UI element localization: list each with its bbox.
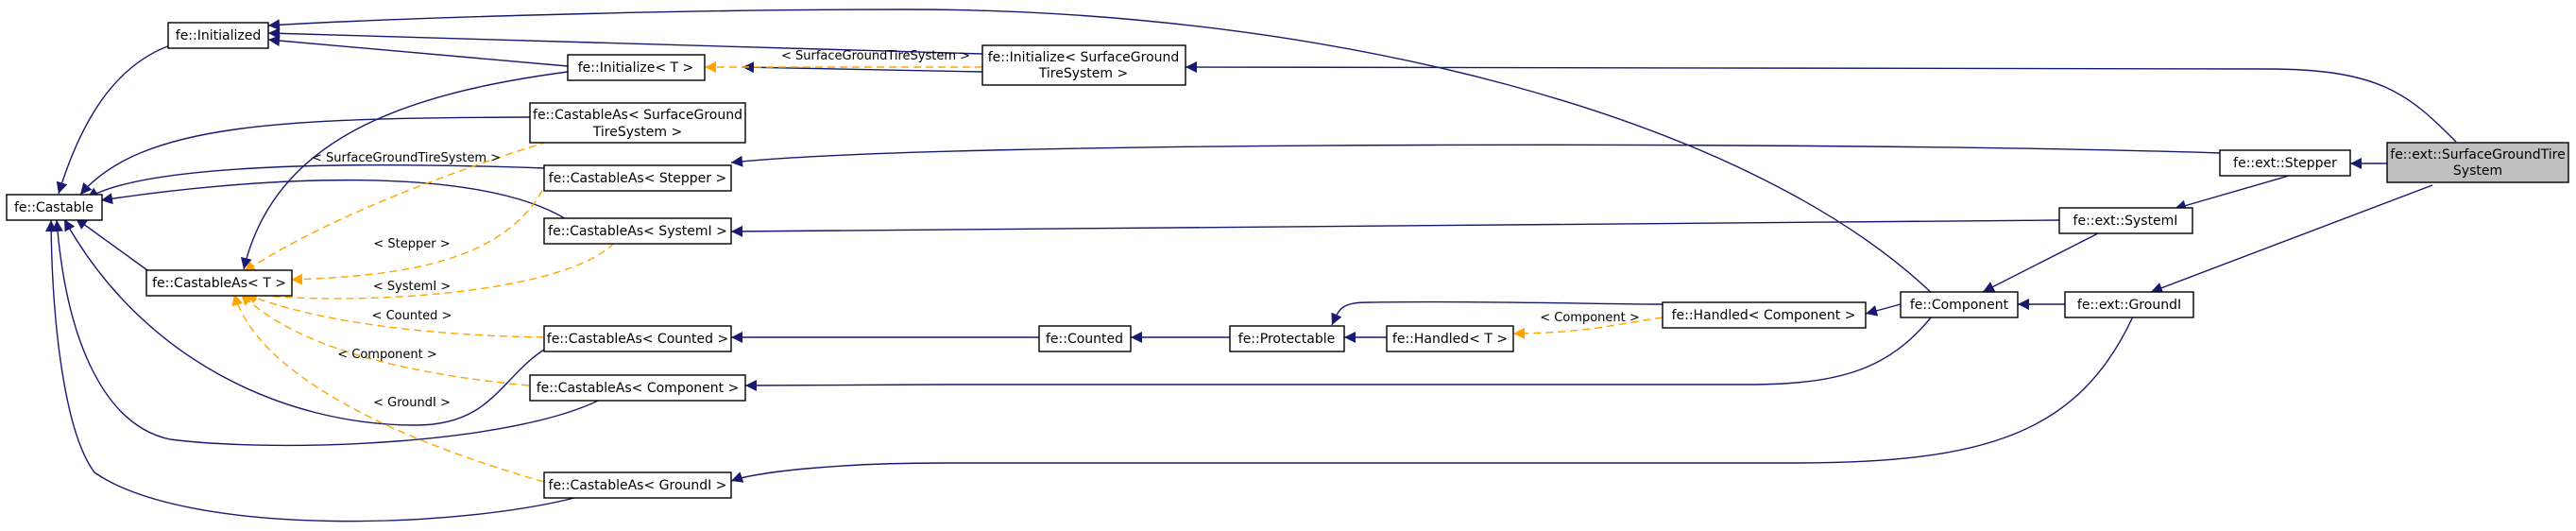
svg-text:fe::Handled< Component >: fe::Handled< Component >: [1672, 308, 1856, 323]
edge-component-handled-component: [1865, 303, 1902, 317]
template-edge-initialize-sgts: < SurfaceGroundTireSystem >: [705, 49, 982, 73]
svg-text:fe::Component: fe::Component: [1910, 298, 2009, 313]
svg-text:fe::ext::SystemI: fe::ext::SystemI: [2073, 214, 2178, 229]
svg-text:fe::CastableAs< T >: fe::CastableAs< T >: [152, 276, 286, 291]
template-label-counted: < Counted >: [372, 309, 452, 323]
node-fe-protectable[interactable]: fe::Protectable: [1229, 325, 1345, 352]
node-fe-ext-groundi[interactable]: fe::ext::GroundI: [2064, 291, 2194, 318]
svg-text:fe::CastableAs< SurfaceGround: fe::CastableAs< SurfaceGround: [533, 108, 742, 123]
svg-text:fe::Handled< T >: fe::Handled< T >: [1392, 332, 1508, 347]
template-edge-castableas-sgts: < SurfaceGroundTireSystem >: [243, 141, 549, 273]
edge-castableas-sgts-castable: [79, 116, 531, 196]
template-label-groundi: < GroundI >: [373, 396, 451, 410]
edge-initialize-sgts-initialized: [267, 27, 983, 55]
svg-text:fe::CastableAs< SystemI >: fe::CastableAs< SystemI >: [548, 224, 727, 239]
edge-component-initialized: [267, 9, 1937, 299]
template-edge-castableas-groundi: < GroundI >: [231, 293, 545, 483]
template-label-stepper: < Stepper >: [373, 237, 450, 251]
template-edge-castableas-systemi: < SystemI >: [245, 242, 615, 301]
node-fe-counted[interactable]: fe::Counted: [1038, 325, 1132, 352]
node-fe-initialize-surfacegroundtiresystem[interactable]: fe::Initialize< SurfaceGround TireSystem…: [981, 44, 1186, 86]
template-edge-castableas-stepper: < Stepper >: [290, 179, 549, 285]
edge-castableas-groundi-castable: [45, 219, 592, 522]
node-fe-castableas-component[interactable]: fe::CastableAs< Component >: [529, 374, 746, 402]
edge-castableas-counted-castable: [63, 218, 545, 426]
template-label-handled-component: < Component >: [1540, 311, 1640, 325]
template-label-castableas-sgts: < SurfaceGroundTireSystem >: [312, 151, 501, 165]
edge-handled-component-protectable: [1331, 300, 1663, 326]
template-label-initialize-sgts: < SurfaceGroundTireSystem >: [781, 49, 970, 63]
node-fe-castable[interactable]: fe::Castable: [6, 194, 103, 221]
svg-text:TireSystem >: TireSystem >: [592, 125, 682, 140]
svg-text:TireSystem >: TireSystem >: [1038, 66, 1128, 81]
svg-text:fe::Initialized: fe::Initialized: [176, 28, 261, 43]
template-edge-castableas-counted: < Counted >: [245, 293, 545, 338]
edge-castableas-stepper-castable: [86, 163, 545, 199]
svg-text:fe::CastableAs< Counted >: fe::CastableAs< Counted >: [547, 332, 728, 347]
node-fe-castableas-counted[interactable]: fe::CastableAs< Counted >: [543, 325, 732, 352]
svg-text:fe::Protectable: fe::Protectable: [1238, 332, 1335, 347]
edge-sgts-initialize-sgts: [1185, 61, 2457, 143]
edge-groundi-castableas-groundi: [730, 316, 2134, 483]
svg-text:fe::Counted: fe::Counted: [1046, 332, 1123, 347]
edge-sgts-groundi: [2150, 184, 2433, 294]
svg-text:fe::CastableAs< Stepper >: fe::CastableAs< Stepper >: [549, 171, 726, 186]
node-fe-handled-t[interactable]: fe::Handled< T >: [1386, 325, 1514, 352]
node-fe-castableas-stepper[interactable]: fe::CastableAs< Stepper >: [543, 164, 732, 192]
svg-text:System: System: [2453, 163, 2502, 179]
node-fe-handled-component[interactable]: fe::Handled< Component >: [1662, 301, 1867, 329]
edge-castableas-component-castable: [51, 219, 606, 447]
edge-stepper-systemi: [2174, 175, 2290, 212]
svg-text:fe::ext::SurfaceGroundTire: fe::ext::SurfaceGroundTire: [2390, 147, 2565, 163]
svg-text:fe::ext::GroundI: fe::ext::GroundI: [2077, 298, 2181, 313]
svg-text:fe::Initialize< T >: fe::Initialize< T >: [578, 60, 693, 76]
node-fe-component[interactable]: fe::Component: [1900, 291, 2019, 318]
svg-text:fe::CastableAs< GroundI >: fe::CastableAs< GroundI >: [549, 478, 727, 493]
edge-component-castableas-component: [744, 316, 1933, 391]
node-fe-castableas-groundi[interactable]: fe::CastableAs< GroundI >: [543, 471, 732, 499]
node-fe-castableas-systemi[interactable]: fe::CastableAs< SystemI >: [543, 217, 732, 245]
node-fe-initialize-t[interactable]: fe::Initialize< T >: [567, 54, 706, 81]
node-fe-initialized[interactable]: fe::Initialized: [167, 22, 269, 49]
node-fe-castableas-surfacegroundtiresystem[interactable]: fe::CastableAs< SurfaceGround TireSystem…: [529, 102, 746, 144]
edge-initialize-t-initialized: [267, 35, 569, 67]
node-fe-ext-surfacegroundtiresystem[interactable]: fe::ext::SurfaceGroundTire System: [2386, 142, 2569, 183]
edge-systemi-castableas-systemi: [730, 219, 2060, 237]
edge-initialize-t-castableas-t: [240, 71, 569, 270]
svg-text:fe::CastableAs< Component >: fe::CastableAs< Component >: [537, 381, 740, 396]
edge-castableas-t-castable: [75, 217, 148, 271]
svg-text:fe::Initialize< SurfaceGround: fe::Initialize< SurfaceGround: [988, 50, 1180, 65]
edge-initialized-castable: [56, 44, 171, 195]
edge-systemi-component: [1982, 230, 2105, 293]
node-fe-castableas-t[interactable]: fe::CastableAs< T >: [145, 269, 293, 297]
svg-text:fe::Castable: fe::Castable: [14, 200, 94, 215]
svg-text:fe::ext::Stepper: fe::ext::Stepper: [2233, 156, 2337, 171]
template-edge-castableas-component: < Component >: [240, 293, 530, 386]
edge-initialize-sgts-initialize-t: [742, 61, 983, 74]
node-fe-ext-stepper[interactable]: fe::ext::Stepper: [2219, 149, 2351, 177]
edge-stepper-castableas-stepper: [730, 144, 2221, 167]
node-fe-ext-systemi[interactable]: fe::ext::SystemI: [2058, 207, 2193, 234]
template-label-systemi: < SystemI >: [373, 280, 451, 294]
template-label-component: < Component >: [337, 348, 437, 362]
template-edge-handled-component: < Component >: [1512, 311, 1663, 339]
edge-castableas-systemi-castable: [100, 179, 569, 221]
